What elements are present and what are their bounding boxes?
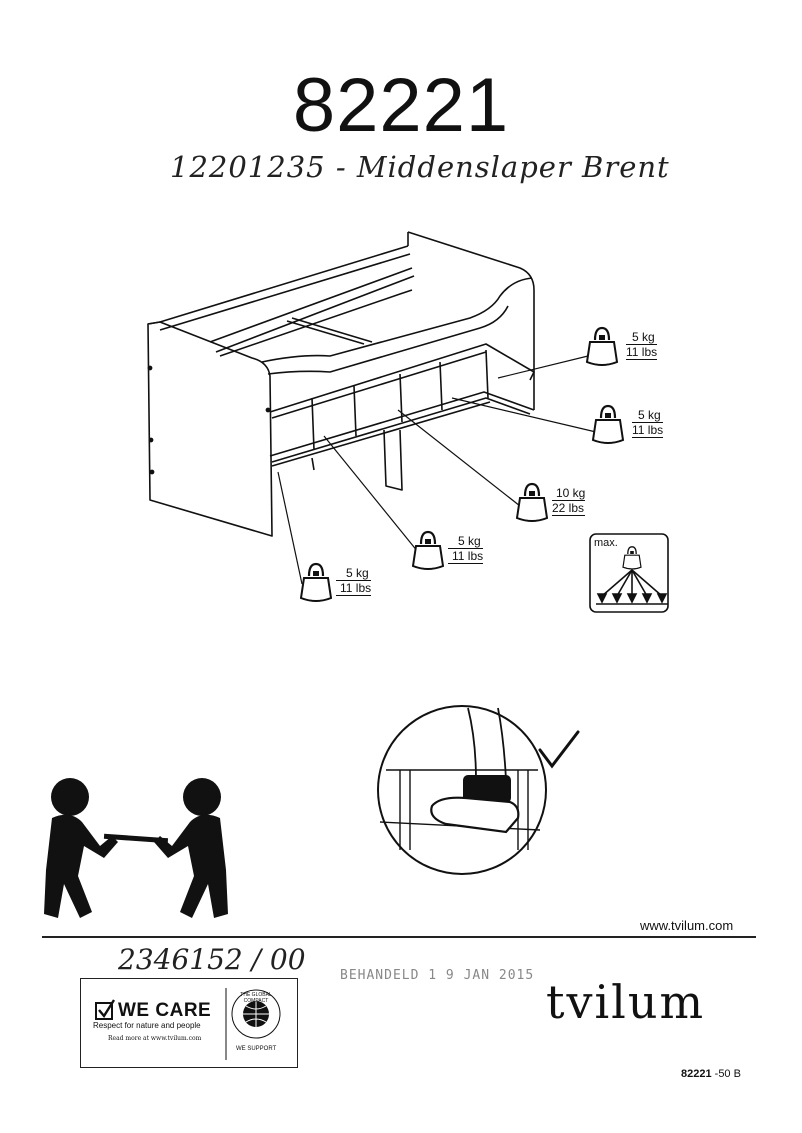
we-care-title: WE CARE xyxy=(118,1000,212,1021)
website-url: www.tvilum.com xyxy=(640,918,734,933)
model-number: 82221 xyxy=(292,63,510,148)
weight-label: 5 kg 11 lbs xyxy=(336,566,372,596)
weight-icon xyxy=(591,404,625,445)
weight-label: 5 kg 11 lbs xyxy=(448,534,484,564)
we-care-check-icon xyxy=(95,999,116,1020)
weight-label: 5 kg 11 lbs xyxy=(626,330,658,360)
max-load-label: max. xyxy=(594,537,618,549)
global-compact-ring-text: THE GLOBAL COMPACT xyxy=(240,992,272,1004)
certification-box xyxy=(80,978,298,1068)
two-person-lift-icon xyxy=(44,778,228,918)
weight-icon xyxy=(411,530,445,571)
global-compact-globe-icon xyxy=(231,989,281,1039)
handwritten-product-name: 12201235 - Middenslaper Brent xyxy=(170,150,670,184)
checkmark-icon xyxy=(538,730,580,769)
handwritten-order-number: 2346152 / 00 xyxy=(118,943,306,976)
document-code: 82221 -50 B xyxy=(681,1068,741,1080)
received-stamp: BEHANDELD 1 9 JAN 2015 xyxy=(340,968,535,983)
weight-label: 5 kg 11 lbs xyxy=(632,408,664,438)
weight-label: 10 kg 22 lbs xyxy=(552,486,586,516)
weight-icon xyxy=(299,562,333,603)
we-care-tagline: Respect for nature and people xyxy=(93,1021,201,1030)
global-compact-support: WE SUPPORT xyxy=(236,1046,277,1052)
footer-divider xyxy=(42,936,756,938)
shelf-step-detail xyxy=(377,705,547,875)
brand-logo: tvilum xyxy=(546,975,706,1029)
max-load-icon xyxy=(589,533,669,613)
weight-icon xyxy=(515,482,549,523)
weight-icon xyxy=(585,326,619,367)
we-care-link: Read more at www.tvilum.com xyxy=(108,1035,202,1042)
